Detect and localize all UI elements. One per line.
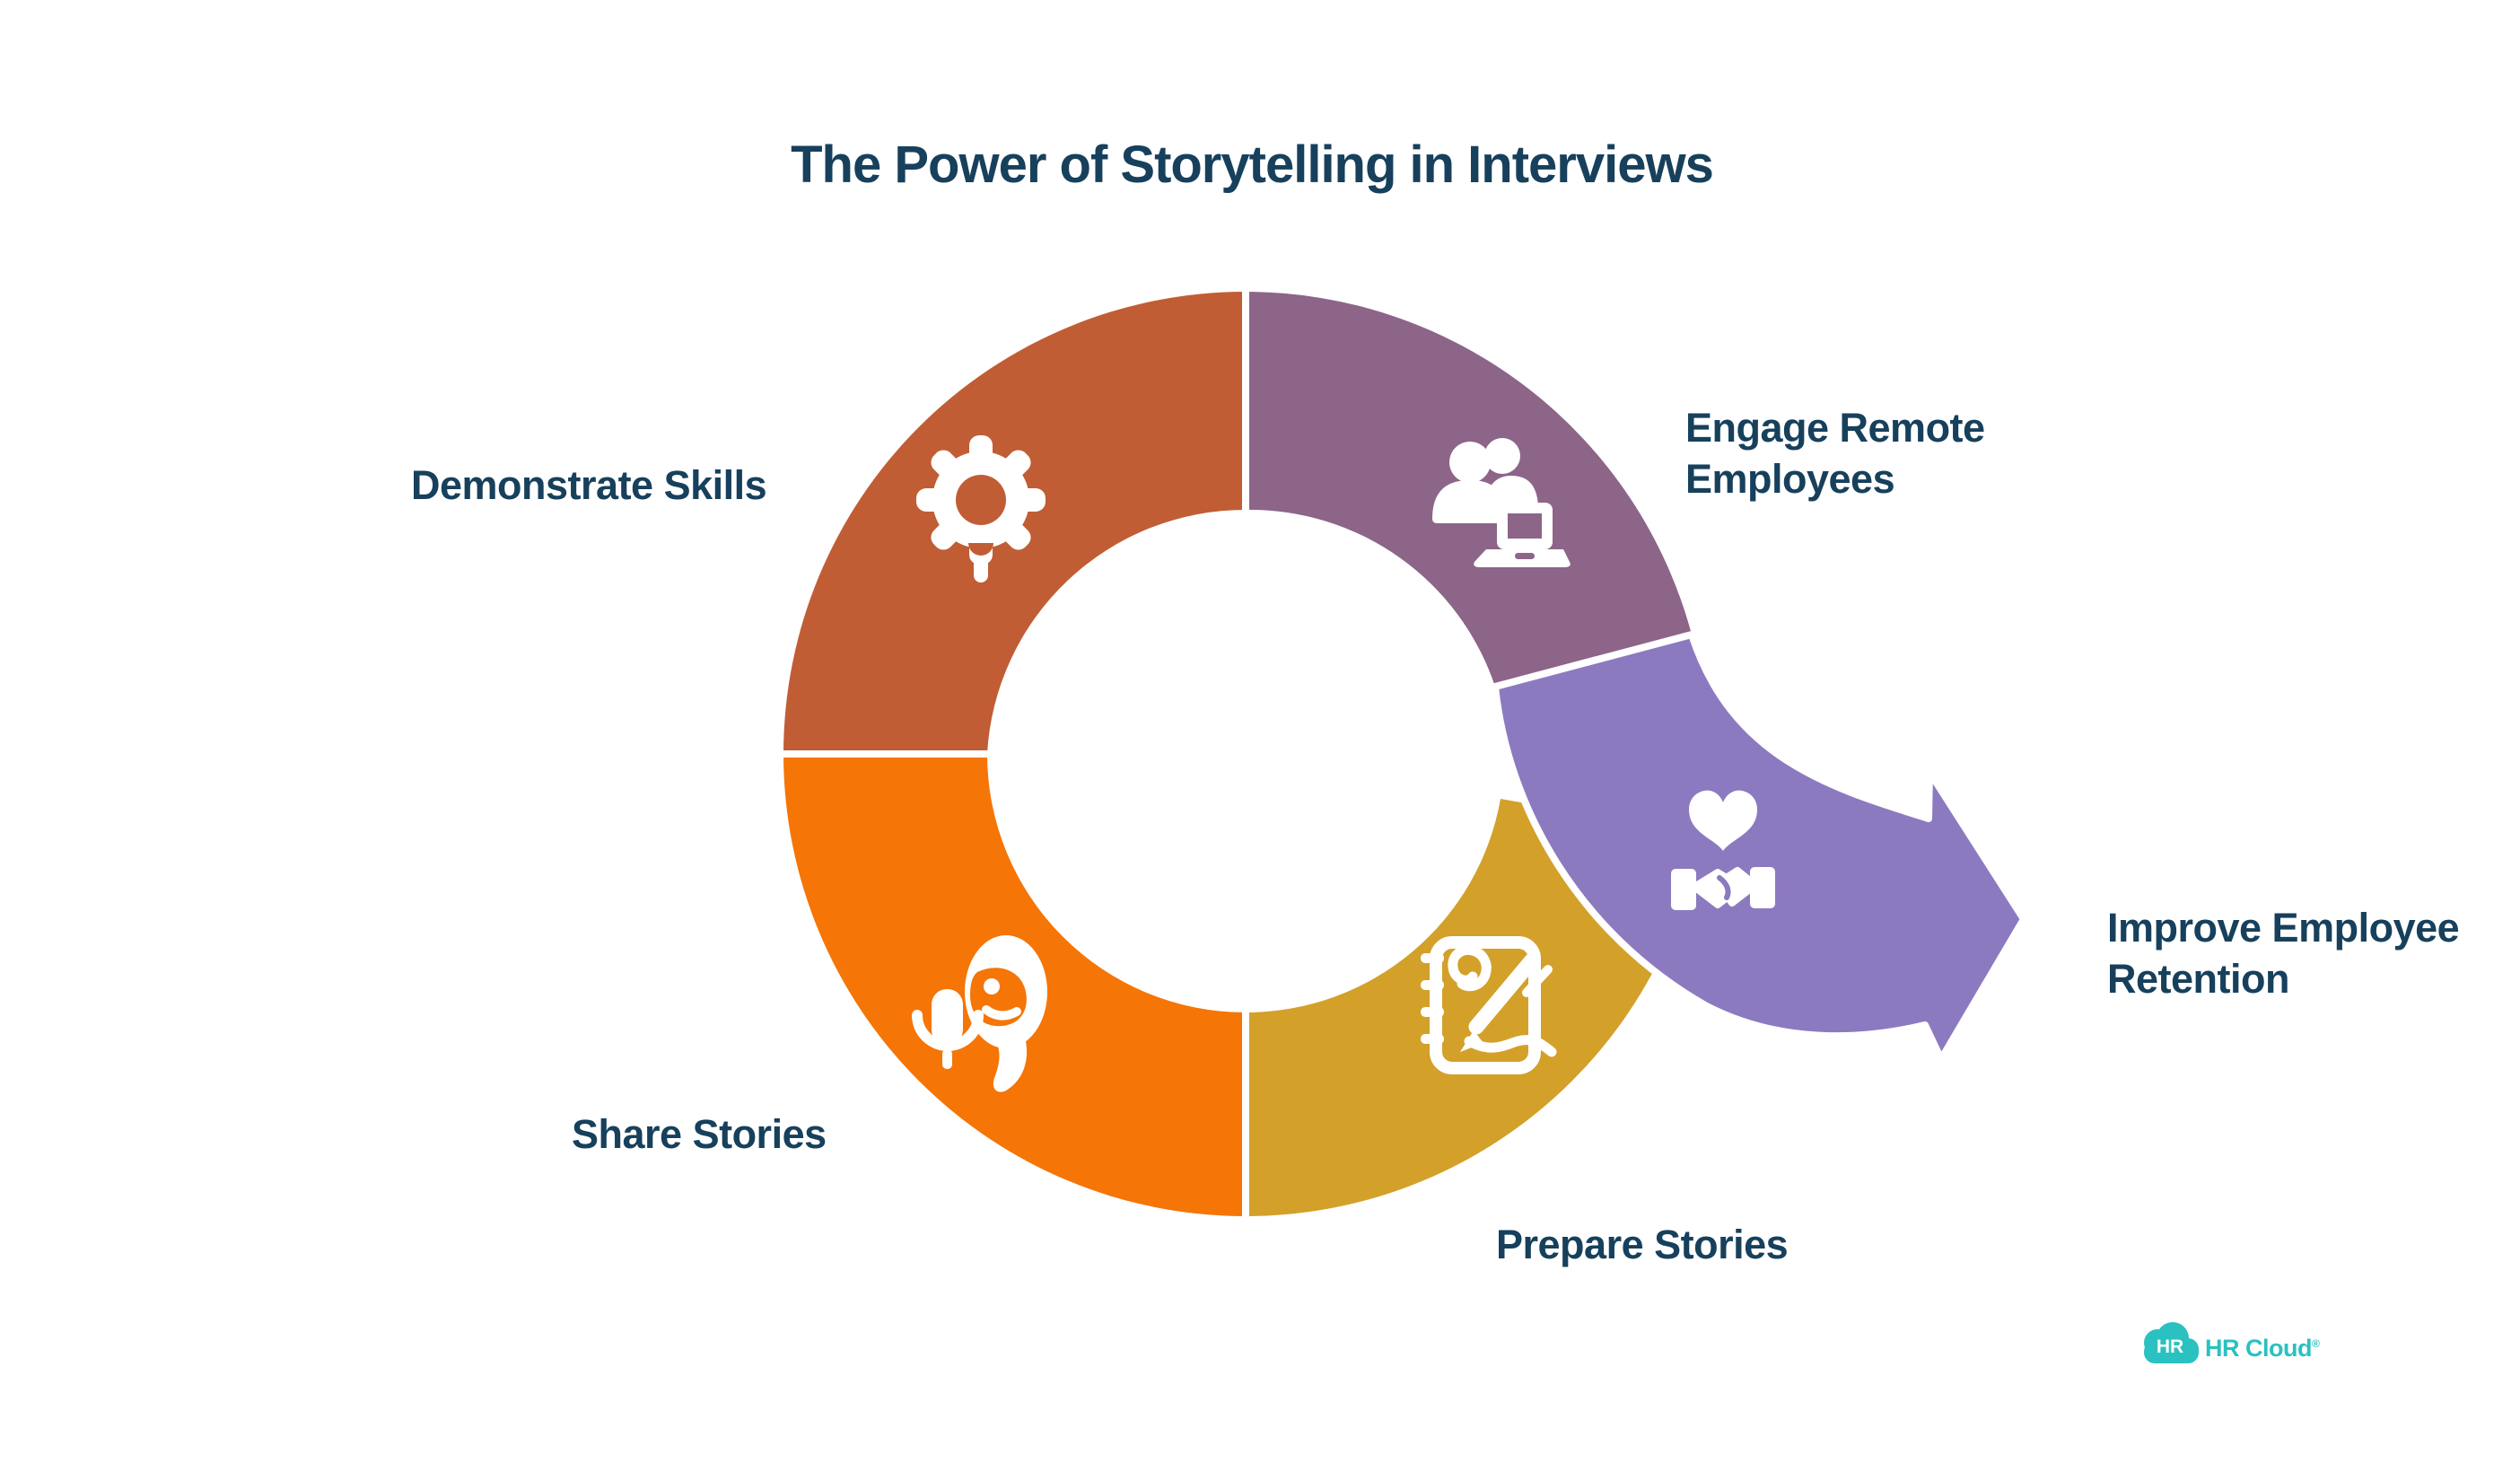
label-improve-employee-retention: Improve Employee Retention	[2107, 905, 2460, 1002]
remote-employees-icon	[1432, 438, 1571, 567]
label-prepare-stories: Prepare Stories	[1496, 1222, 1789, 1267]
hr-cloud-brand-name: HR Cloud®	[2205, 1335, 2320, 1362]
label-share-stories: Share Stories	[572, 1111, 827, 1157]
heart-handshake-icon	[1671, 790, 1775, 910]
notebook-pen-icon	[1421, 936, 1557, 1074]
retention-arrow	[1492, 631, 2027, 1063]
microphone-speaker-icon	[912, 935, 1047, 1092]
segment-dividers	[781, 289, 1249, 1220]
registered-mark: ®	[2311, 1337, 2320, 1350]
label-engage-remote-employees: Engage Remote Employees	[1685, 405, 1985, 502]
page-title: The Power of Storytelling in Interviews	[791, 136, 1714, 194]
gear-badge-icon	[916, 435, 1046, 583]
hr-cloud-badge-text: HR	[2156, 1336, 2184, 1357]
label-demonstrate-skills: Demonstrate Skills	[411, 462, 767, 508]
hr-cloud-logo-icon	[2144, 1322, 2199, 1363]
hr-cloud-brand-label: HR Cloud	[2205, 1335, 2312, 1362]
